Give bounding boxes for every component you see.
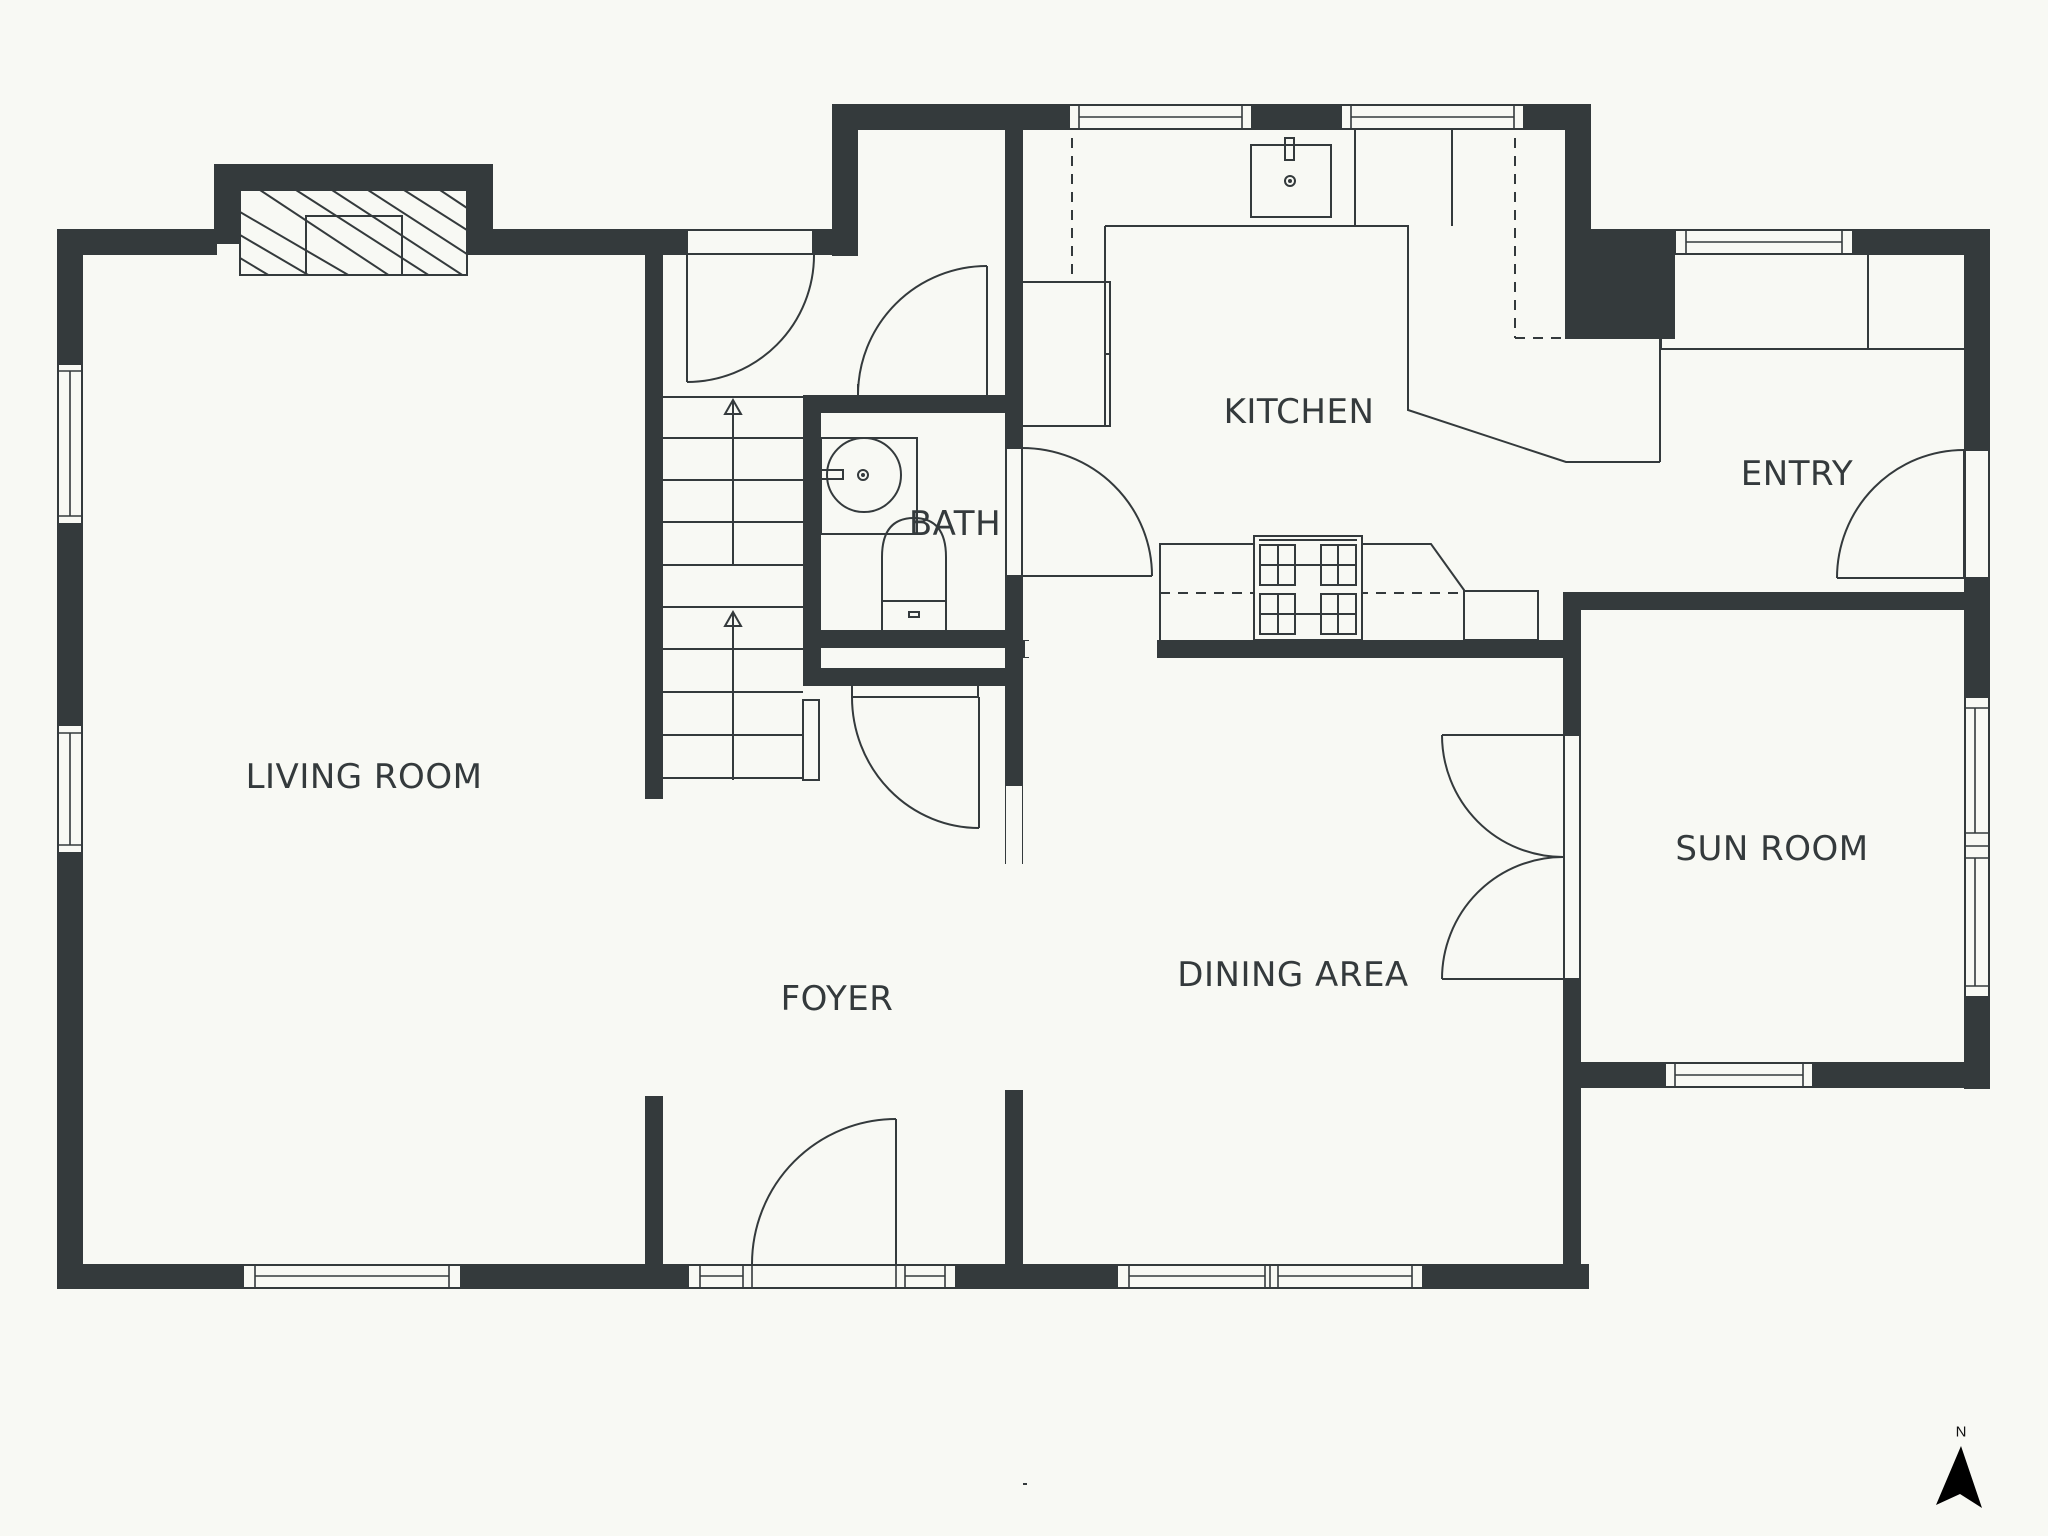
door-icon [751, 1118, 897, 1265]
room-label-sun-room: SUN ROOM [1675, 829, 1869, 869]
room-label-dining-area: DINING AREA [1177, 955, 1409, 995]
room-label-bath: BATH [908, 504, 1002, 544]
window-icon [242, 1264, 462, 1289]
bath-sink-icon [820, 437, 918, 535]
door-icon [1836, 449, 1965, 579]
scale-marker [1023, 1483, 1027, 1485]
kitchen-sink-icon [1250, 137, 1332, 218]
north-arrow-icon [1936, 1446, 1982, 1508]
window-icon [57, 363, 83, 525]
windows [57, 104, 1990, 1289]
french-door-icon [1441, 734, 1564, 980]
window-icon [1964, 696, 1990, 998]
window-icon [1116, 1264, 1424, 1289]
room-label-foyer: FOYER [780, 979, 894, 1019]
stove-icon [1253, 535, 1363, 641]
doors [686, 254, 1965, 1265]
room-label-living-room: LIVING ROOM [245, 757, 483, 797]
door-icon [1021, 447, 1153, 577]
openings [646, 641, 1157, 1096]
room-label-entry: ENTRY [1740, 454, 1854, 494]
room-label-kitchen: KITCHEN [1223, 392, 1375, 432]
fireplace-icon [239, 189, 468, 276]
door-icon [686, 254, 815, 383]
window-icon [57, 724, 83, 854]
window-icon [1068, 104, 1253, 130]
door-icon [857, 265, 988, 396]
window-icon [1340, 104, 1525, 130]
door-icon [851, 684, 980, 829]
entry-bench [1660, 255, 1964, 350]
window-icon [687, 1264, 957, 1289]
window-icon [1674, 229, 1854, 255]
staircase-icon [663, 396, 820, 781]
window-icon [1664, 1062, 1814, 1088]
toilet-icon [881, 516, 947, 630]
compass-north-label: N [1955, 1423, 1967, 1441]
